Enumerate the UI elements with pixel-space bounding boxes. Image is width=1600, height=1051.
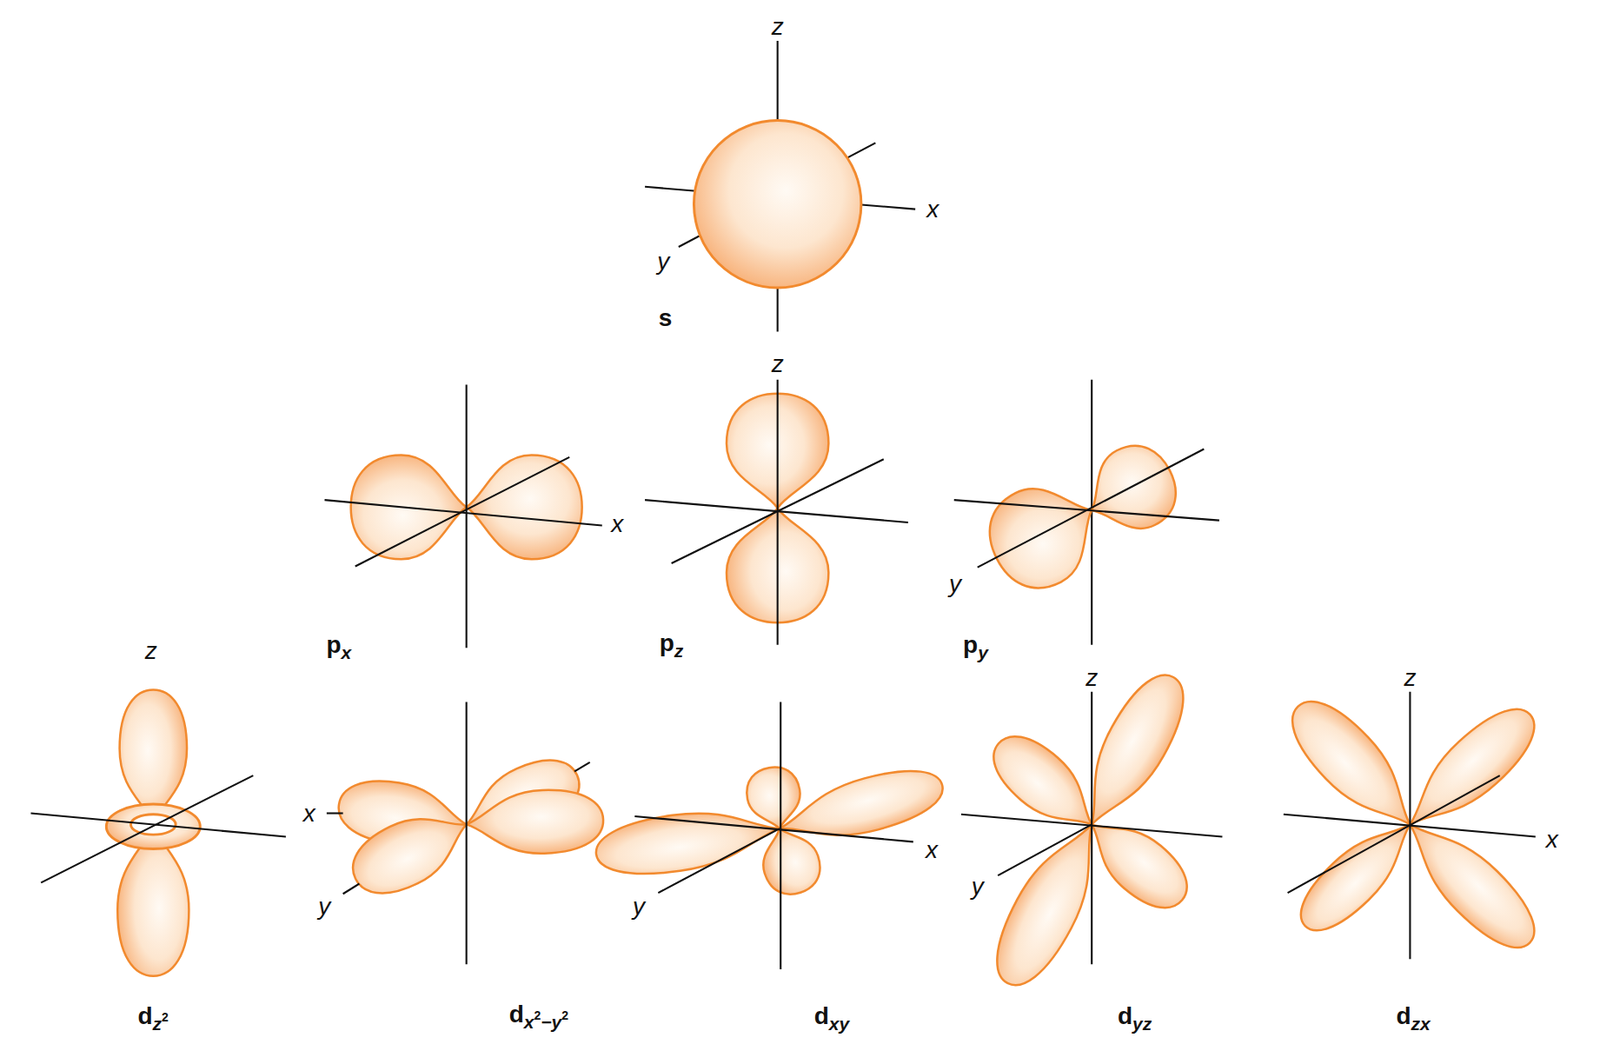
label-group: z xyxy=(145,638,158,664)
orbital-lobe xyxy=(980,809,1119,997)
axis-label: x xyxy=(303,799,316,827)
axis-line xyxy=(671,458,884,564)
label-group: dx2−y2 xyxy=(509,1002,569,1027)
label-group: z xyxy=(1085,665,1098,691)
orbital-lobe xyxy=(974,465,1116,604)
orbital-subscript: xy xyxy=(829,1013,850,1034)
axis-line xyxy=(1090,691,1093,964)
axis-tick xyxy=(574,762,591,772)
label-group: dxy xyxy=(814,1003,850,1029)
orbital-lobe xyxy=(464,788,605,857)
orbital-subscript: x xyxy=(341,642,352,663)
orbital-subscript: z xyxy=(674,640,684,661)
s-orbital-sphere xyxy=(693,120,862,289)
label-group: y xyxy=(949,571,962,597)
orbital-name: d xyxy=(1117,1002,1133,1030)
axis-line xyxy=(997,823,1092,876)
axis-label: z xyxy=(1085,663,1098,691)
label-group: x xyxy=(303,801,316,826)
orbital-subscript: x xyxy=(524,1011,535,1032)
orbital-lobe xyxy=(1065,663,1199,839)
axis-line xyxy=(40,775,253,883)
axis-label: y xyxy=(632,892,645,920)
orbital-subscript: −y xyxy=(540,1011,562,1032)
orbital-subscript: yz xyxy=(1132,1013,1152,1034)
orbital-name: p xyxy=(325,630,341,658)
label-group: px xyxy=(325,632,352,658)
orbital-name: d xyxy=(814,1002,830,1030)
axis-label: x xyxy=(610,510,624,538)
axis-line xyxy=(1287,775,1501,893)
label-group: s xyxy=(658,305,673,331)
label-group: z xyxy=(771,351,784,377)
orbital-name: p xyxy=(962,630,978,658)
label-group: pz xyxy=(659,630,684,656)
axis-label: y xyxy=(949,570,962,598)
label-group: z xyxy=(771,14,784,40)
axis-label: x xyxy=(1546,825,1559,853)
orbital-lobe xyxy=(341,796,481,908)
axis-label: x xyxy=(926,195,939,223)
orbital-name: d xyxy=(509,1000,525,1028)
label-group: z xyxy=(1404,665,1417,691)
axis-tick xyxy=(343,882,360,894)
axis-line xyxy=(30,813,286,837)
axis-label: y xyxy=(318,892,331,920)
axis-line xyxy=(355,457,570,567)
orbital-lobe xyxy=(1390,803,1550,963)
axis-line xyxy=(325,499,603,525)
axis-line xyxy=(779,702,782,970)
orbital-superscript: 2 xyxy=(161,1009,169,1024)
label-group: x xyxy=(1546,827,1559,852)
axis-label: z xyxy=(771,13,784,40)
axis-label: z xyxy=(145,637,158,664)
axis-label: y xyxy=(657,247,670,275)
orbital-name: s xyxy=(658,304,673,332)
axis-label: z xyxy=(1404,663,1417,691)
axis-line xyxy=(465,702,468,965)
label-group: y xyxy=(971,874,984,899)
axis-line xyxy=(977,448,1205,567)
label-group: dzx xyxy=(1395,1003,1430,1029)
orbital-subscript: z xyxy=(152,1013,163,1034)
label-group: dz2 xyxy=(137,1003,168,1029)
axis-label: z xyxy=(771,350,784,378)
axis-line xyxy=(465,385,468,649)
axis-label: y xyxy=(971,872,984,900)
orbital-name: d xyxy=(137,1002,153,1030)
orbital-superscript: 2 xyxy=(534,1008,542,1023)
orbital-lobe xyxy=(1072,432,1189,547)
orbital-name: p xyxy=(659,629,675,657)
orbital-subscript: y xyxy=(977,642,989,663)
label-group: y xyxy=(632,894,645,919)
label-group: x xyxy=(925,837,938,863)
axis-tick xyxy=(326,811,344,814)
orbital-subscript: zx xyxy=(1411,1013,1431,1034)
label-group: x xyxy=(610,511,624,537)
label-group: y xyxy=(657,249,670,274)
axis-line xyxy=(657,828,780,893)
label-group: py xyxy=(962,632,989,658)
orbital-superscript: 2 xyxy=(561,1008,569,1023)
orbital-name: d xyxy=(1395,1002,1411,1030)
label-group: x xyxy=(926,197,939,222)
label-group: dyz xyxy=(1117,1003,1152,1029)
label-group: y xyxy=(318,894,331,919)
orbital-lobe xyxy=(466,455,583,560)
axis-label: x xyxy=(925,836,938,864)
axis-line xyxy=(634,816,913,842)
